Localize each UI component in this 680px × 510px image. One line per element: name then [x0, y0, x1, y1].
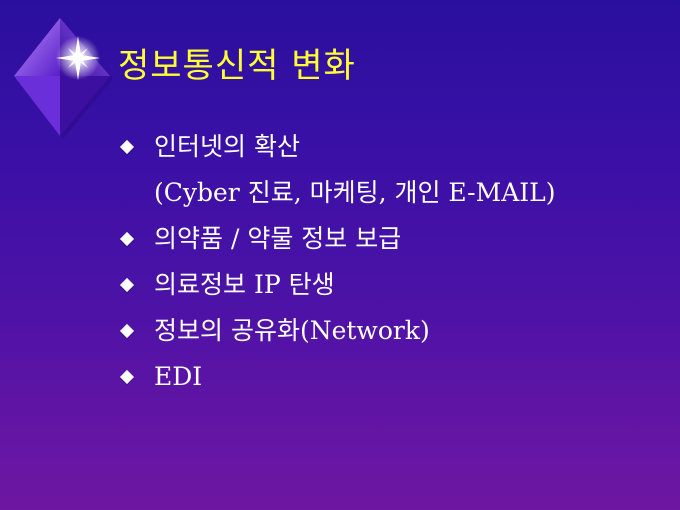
bullet-continuation-text: (Cyber 진료, 마케팅, 개인 E-MAIL): [154, 178, 556, 207]
bullet-text: 정보의 공유화(Network): [154, 316, 430, 345]
bullet-text: 인터넷의 확산: [154, 132, 300, 161]
diamond-bullet-icon: [119, 369, 135, 385]
diamond-bullet-icon: [119, 139, 135, 155]
diamond-bullet-icon: [119, 277, 135, 293]
bullet-text: 의료정보 IP 탄생: [154, 270, 335, 299]
bullet-text: 의약품 / 약물 정보 보급: [154, 224, 402, 253]
diamond-bullet-icon: [119, 231, 135, 247]
diamond-star-icon: [14, 18, 113, 139]
slide-title: 정보통신적 변화: [118, 46, 356, 86]
diamond-bullet-icon: [119, 323, 135, 339]
bullet-text: EDI: [154, 362, 203, 391]
